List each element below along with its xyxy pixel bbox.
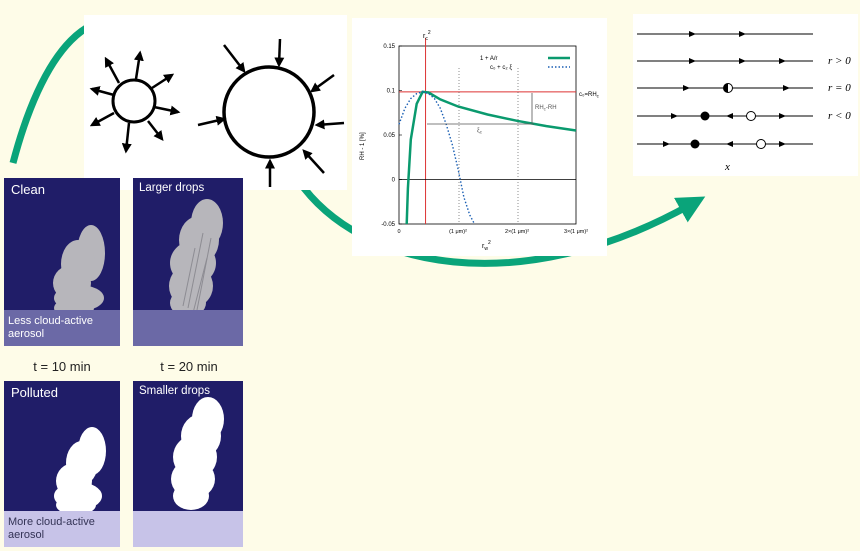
band-less-aerosol: Less cloud-active aerosol bbox=[4, 310, 120, 346]
x-axis-label: rw2 bbox=[482, 240, 491, 252]
x-tick-label: 0 bbox=[397, 229, 400, 235]
y-axis-label: RH - 1 [%] bbox=[360, 132, 366, 160]
grey-rain-cloud bbox=[169, 199, 223, 317]
band-label-more: More cloud-active aerosol bbox=[8, 516, 95, 541]
large-droplet bbox=[222, 65, 316, 159]
droplet-diagram bbox=[89, 38, 345, 187]
white-tall-cloud bbox=[171, 397, 224, 510]
series-line-1 bbox=[405, 90, 577, 225]
x-tick-label: (1 μm)² bbox=[449, 229, 467, 235]
bifurcation-panel: r > 0 r = 0 r < 0 x bbox=[633, 14, 858, 176]
rh-right-label: c₀=RHc bbox=[579, 92, 600, 99]
y-tick-label: -0.05 bbox=[381, 222, 395, 228]
tile-title-larger: Larger drops bbox=[139, 182, 205, 194]
rc-title: rc2 bbox=[423, 30, 431, 42]
unstable-point-2 bbox=[756, 139, 766, 149]
band-larger bbox=[133, 310, 243, 346]
half-stable-point bbox=[723, 83, 733, 93]
y-tick-label: 0 bbox=[392, 178, 396, 184]
tile-clean: Clean Less cloud-active aerosol bbox=[4, 178, 120, 346]
y-tick-label: 0.05 bbox=[383, 133, 395, 139]
time-label-20: t = 20 min bbox=[160, 359, 218, 374]
stable-point-1 bbox=[700, 111, 710, 121]
tile-polluted: Polluted More cloud-active aerosol bbox=[4, 381, 120, 547]
label-r-neg: r < 0 bbox=[828, 110, 851, 122]
series-line-2 bbox=[398, 91, 476, 225]
grey-cloud bbox=[53, 225, 105, 318]
tile-smaller-drops: Smaller drops bbox=[133, 381, 243, 547]
tile-title-smaller: Smaller drops bbox=[139, 385, 210, 397]
droplet-panel bbox=[84, 15, 347, 190]
unstable-point-1 bbox=[746, 111, 756, 121]
label-r-pos: r > 0 bbox=[828, 55, 851, 67]
arc-arrow-right bbox=[295, 178, 706, 267]
y-tick-label: 0.1 bbox=[387, 89, 396, 95]
y-tick-label: 0.15 bbox=[383, 44, 395, 50]
annot-rh: RHc-RH bbox=[535, 105, 557, 112]
tile-larger-drops: Larger drops bbox=[133, 178, 243, 346]
band-label-less: Less cloud-active aerosol bbox=[8, 315, 93, 340]
band-more-aerosol: More cloud-active aerosol bbox=[4, 511, 120, 547]
bifurcation-diagram: r > 0 r = 0 r < 0 x bbox=[637, 31, 851, 173]
legend-entry-2: c₀ + c₂ ξ bbox=[490, 65, 512, 71]
small-droplet bbox=[111, 78, 157, 124]
label-r-zero: r = 0 bbox=[828, 82, 851, 94]
x-tick-label: 3×(1 μm)² bbox=[564, 229, 588, 235]
time-label-10: t = 10 min bbox=[33, 359, 91, 374]
stable-point-2 bbox=[690, 139, 700, 149]
tile-title-polluted: Polluted bbox=[11, 385, 58, 400]
tile-title-clean: Clean bbox=[11, 182, 45, 197]
annot-xi: ξc bbox=[477, 128, 483, 135]
band-smaller bbox=[133, 511, 243, 547]
x-tick-label: 2×(1 μm)² bbox=[505, 229, 529, 235]
legend-entry-1: 1 + A/r bbox=[480, 56, 498, 62]
legend: 1 + A/r c₀ + c₂ ξ bbox=[480, 56, 570, 71]
white-cloud bbox=[54, 427, 106, 515]
label-x: x bbox=[724, 161, 730, 173]
